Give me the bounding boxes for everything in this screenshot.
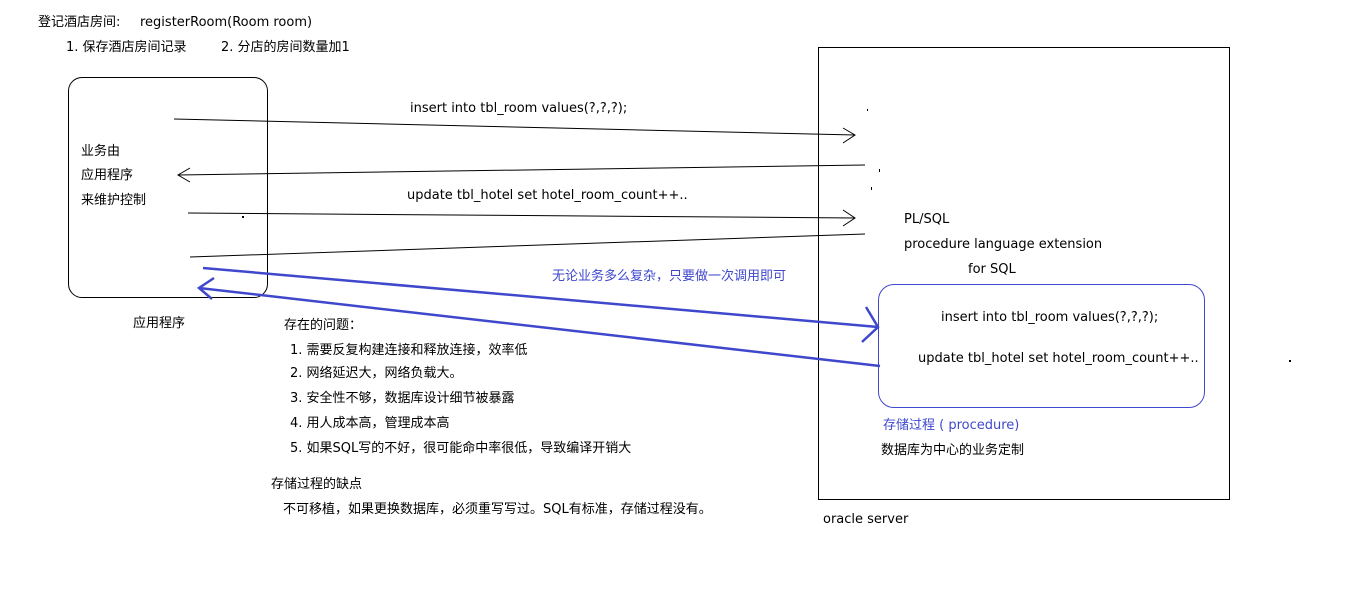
problems-title: 存在的问题： bbox=[284, 318, 363, 333]
application-box bbox=[68, 77, 268, 298]
app-box-line-1: 业务由 bbox=[81, 144, 121, 159]
update-response-arrow-line bbox=[189, 233, 866, 258]
procedure-call-arrow-line bbox=[202, 266, 879, 329]
app-box-caption: 应用程序 bbox=[133, 316, 186, 331]
insert-response-arrowhead bbox=[177, 167, 191, 183]
insert-response-arrow-line bbox=[177, 164, 866, 176]
procedure-subtitle: 数据库为中心的业务定制 bbox=[881, 443, 1025, 458]
problem-item-5: 5. 如果SQL写的不好，很可能命中率很低，导致编译开销大 bbox=[290, 441, 632, 456]
call-arrow-label: 无论业务多么复杂，只要做一次调用即可 bbox=[552, 269, 787, 284]
insert-arrow-label: insert into tbl_room values(?,?,?); bbox=[410, 101, 628, 116]
procedure-box bbox=[878, 284, 1205, 408]
update-arrow-label: update tbl_hotel set hotel_room_count++.… bbox=[407, 188, 688, 203]
stray-mark bbox=[871, 187, 872, 190]
problem-item-1: 1. 需要反复构建连接和释放连接，效率低 bbox=[290, 343, 528, 358]
update-request-arrow-line bbox=[187, 212, 856, 219]
header-title-method: registerRoom(Room room) bbox=[140, 15, 313, 30]
stray-mark bbox=[867, 109, 868, 111]
procedure-update-sql: update tbl_hotel set hotel_room_count++.… bbox=[918, 351, 1199, 366]
server-caption: oracle server bbox=[823, 512, 909, 527]
server-plsql: PL/SQL bbox=[904, 212, 950, 227]
oracle-server-box bbox=[818, 47, 1230, 500]
header-step-2: 2. 分店的房间数量加1 bbox=[221, 40, 350, 55]
header-step-1: 1. 保存酒店房间记录 bbox=[66, 40, 187, 55]
problem-item-4: 4. 用人成本高，管理成本高 bbox=[290, 416, 450, 431]
procedure-return-arrow-line bbox=[198, 286, 881, 368]
server-for-sql: for SQL bbox=[968, 262, 1016, 277]
stray-mark bbox=[879, 169, 880, 172]
insert-request-arrow-line bbox=[173, 118, 856, 136]
app-box-line-3: 来维护控制 bbox=[81, 193, 147, 208]
procedure-call-arrowhead bbox=[861, 306, 880, 343]
app-box-line-2: 应用程序 bbox=[81, 168, 134, 183]
problem-item-2: 2. 网络延迟大，网络负载大。 bbox=[290, 366, 463, 381]
drawbacks-text: 不可移植，如果更换数据库，必须重写写过。SQL有标准，存储过程没有。 bbox=[283, 502, 712, 517]
procedure-return-arrowhead bbox=[196, 276, 215, 300]
update-request-arrowhead bbox=[842, 209, 856, 227]
procedure-label: 存储过程 ( procedure) bbox=[883, 418, 1020, 433]
insert-request-arrowhead bbox=[842, 127, 856, 144]
stray-dot bbox=[1289, 360, 1291, 362]
drawbacks-title: 存储过程的缺点 bbox=[271, 477, 363, 492]
problem-item-3: 3. 安全性不够，数据库设计细节被暴露 bbox=[290, 391, 515, 406]
procedure-insert-sql: insert into tbl_room values(?,?,?); bbox=[941, 310, 1159, 325]
server-extension: procedure language extension bbox=[904, 237, 1103, 252]
stray-mark bbox=[242, 216, 244, 218]
header-title-cn: 登记酒店房间: bbox=[38, 15, 121, 30]
